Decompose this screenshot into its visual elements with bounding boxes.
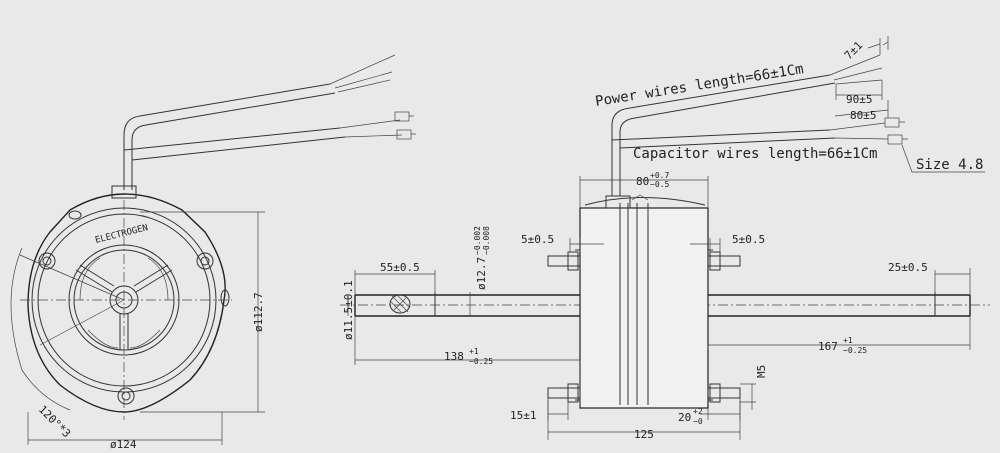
front-view: ELECTROGEN ø124 ø112.7 120°*3 [10, 54, 416, 451]
flat-55-label: 55±0.5 [380, 261, 420, 274]
len-138-up: +1 [469, 347, 479, 356]
shaft-dia-a-label: ø11.5±0.1 [342, 280, 355, 340]
total-125-label: 125 [634, 428, 654, 441]
power-wires-label: Power wires length=66±1Cm [594, 61, 805, 110]
left-stud-label: 5±0.5 [521, 233, 554, 246]
len-20-up: +2 [693, 407, 703, 416]
angle-label: 120°*3 [36, 403, 73, 440]
shaft-dia-b-tol-up: −0.002 [473, 226, 482, 255]
size-label: Size 4.8 [916, 157, 983, 173]
wire-strip-dims: 7±1 90±5 80±5 [834, 36, 889, 122]
dia-112-label: ø112.7 [252, 292, 265, 332]
len-20-dn: −0 [693, 417, 703, 426]
len-138-label: 138 [444, 350, 464, 363]
stud-15-label: 15±1 [510, 409, 537, 422]
shaft-dia-b-tol-dn: −0.008 [482, 226, 491, 255]
shaft-dia-b-label: ø12.7 [475, 257, 488, 290]
len-20-label: 20 [678, 411, 691, 424]
brand-label: ELECTROGEN [94, 223, 149, 246]
width-80-label: 80 [636, 175, 649, 188]
len-167-dn: −0.25 [843, 346, 867, 355]
width-80-tol-dn: −0.5 [650, 180, 669, 189]
flat-25-label: 25±0.5 [888, 261, 928, 274]
side-wires [611, 54, 908, 196]
width-80-tol-up: +0.7 [650, 171, 669, 180]
right-stud-label: 5±0.5 [732, 233, 765, 246]
len-167-up: +1 [843, 336, 853, 345]
strip-80-label: 80±5 [850, 109, 877, 122]
strip-90-label: 90±5 [846, 93, 873, 106]
front-wires [123, 54, 416, 190]
motor-housing-front: ELECTROGEN [19, 185, 232, 420]
thread-label: M5 [755, 365, 768, 378]
front-dimensions: ø124 ø112.7 120°*3 [10, 211, 265, 451]
dia-124-label: ø124 [110, 438, 137, 451]
side-view: Power wires length=66±1Cm Capacitor wire… [340, 36, 990, 441]
strip-7-label: 7±1 [842, 39, 865, 62]
len-138-dn: −0.25 [469, 357, 493, 366]
capacitor-wires-label: Capacitor wires length=66±1Cm [633, 146, 877, 162]
motor-body-side [547, 194, 741, 409]
len-167-label: 167 [818, 340, 838, 353]
